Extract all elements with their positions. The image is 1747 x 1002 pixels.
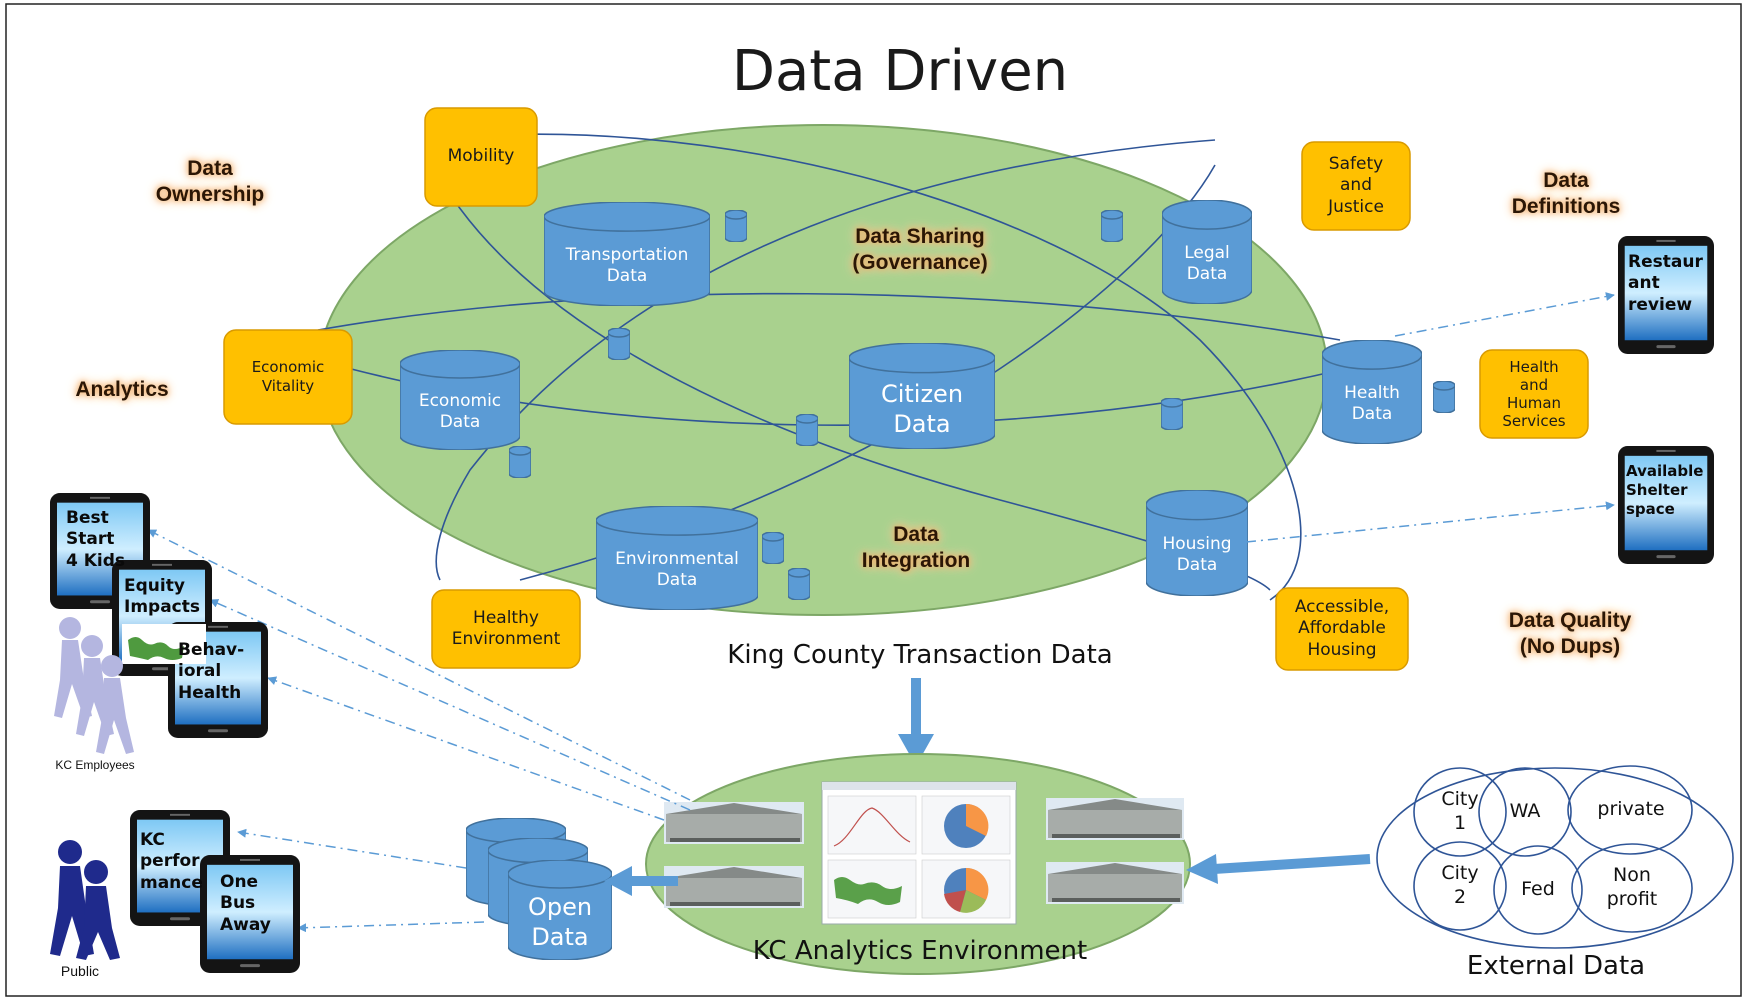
warehouse-image — [664, 802, 804, 844]
external-arrow — [1186, 854, 1371, 884]
external-ellipse — [1376, 767, 1734, 949]
employee-figure — [96, 655, 134, 754]
label-analytics: Analytics — [75, 377, 169, 401]
app-best-start: Best Start 4 Kids — [66, 508, 126, 571]
label-data-integration: Data Integration — [861, 522, 971, 572]
topic-economic-vitality: Economic Vitality — [251, 358, 325, 395]
connector-one-bus — [297, 921, 485, 933]
label-external-data: External Data — [1466, 950, 1646, 981]
app-shelter-space: Available Shelter space — [1626, 462, 1704, 518]
label-transaction-data: King County Transaction Data — [727, 639, 1113, 670]
connector-shelter — [1245, 501, 1615, 543]
curve-safety-environment — [435, 139, 1216, 581]
store-housing: Housing Data — [1162, 533, 1232, 575]
barrel — [788, 568, 810, 600]
box-mobility — [424, 107, 538, 207]
box-environment — [431, 589, 581, 669]
store-transportation: Transportation Data — [565, 244, 689, 286]
label-public: Public — [60, 963, 100, 980]
ext-fed: Fed — [1521, 878, 1555, 901]
dashboard-thumbnail — [821, 781, 1017, 925]
topic-mobility: Mobility — [447, 146, 515, 167]
barrel — [608, 328, 630, 360]
app-connectors — [147, 292, 1615, 933]
warehouse-images — [664, 798, 1184, 908]
label-kc-employees: KC Employees — [55, 757, 135, 772]
app-restaurant-review: Restaur ant review — [1628, 252, 1703, 315]
store-economic: Economic Data — [418, 390, 502, 432]
frame-border — [5, 3, 1742, 997]
barrel — [1101, 210, 1123, 242]
external-data-group — [1376, 765, 1734, 949]
circle-fed — [1493, 845, 1583, 935]
topic-boxes — [223, 107, 1589, 671]
app-kc-performance: KC perfor mance — [140, 830, 202, 893]
app-equity-impacts: Equity Impacts — [124, 576, 201, 618]
employee-figures — [54, 617, 134, 754]
connector-restaurant — [1394, 292, 1615, 337]
store-health: Health Data — [1344, 382, 1400, 424]
warehouse-image — [1046, 862, 1184, 904]
store-legal: Legal Data — [1184, 242, 1230, 284]
box-economic — [223, 329, 353, 425]
circle-city1 — [1413, 767, 1507, 857]
connector-kc-perf — [237, 828, 467, 869]
ext-city-2: City 2 — [1441, 862, 1479, 908]
barrel — [762, 532, 784, 564]
connector-behavioral — [267, 676, 665, 821]
circle-nonprofit — [1571, 843, 1693, 933]
barrel — [509, 446, 531, 478]
barrel — [725, 210, 747, 242]
down-arrow — [898, 678, 934, 766]
barrel — [796, 414, 818, 446]
barrel — [1433, 381, 1455, 413]
curve-economic-health — [317, 292, 1341, 341]
barrel — [1161, 398, 1183, 430]
open-data-arrow — [604, 866, 678, 896]
ext-wa: WA — [1509, 800, 1541, 823]
box-safety — [1301, 141, 1411, 231]
public-figures — [50, 840, 120, 960]
topic-health-human-services: Health and Human Services — [1502, 358, 1566, 430]
box-housing — [1275, 587, 1409, 671]
store-open-data: Open Data — [527, 893, 593, 951]
circle-private — [1567, 765, 1693, 855]
connector-best-start — [147, 529, 691, 801]
circle-city2 — [1413, 841, 1507, 931]
topic-accessible-housing: Accessible, Affordable Housing — [1294, 597, 1390, 660]
topic-safety-justice: Safety and Justice — [1328, 154, 1384, 217]
app-behavioral-health: Behav- ioral Health — [178, 640, 245, 703]
label-analytics-environment: KC Analytics Environment — [752, 935, 1088, 966]
label-data-quality: Data Quality (No Dups) — [1508, 608, 1632, 658]
app-one-bus-away: One Bus Away — [220, 872, 271, 935]
label-data-sharing: Data Sharing (Governance) — [852, 224, 988, 274]
warehouse-image — [664, 866, 804, 908]
circle-wa — [1478, 767, 1572, 857]
ext-private: private — [1597, 798, 1665, 821]
curve-mobility — [429, 133, 1302, 601]
topic-healthy-environment: Healthy Environment — [451, 607, 561, 649]
label-data-ownership: Data Ownership — [155, 156, 265, 206]
label-data-definitions: Data Definitions — [1511, 168, 1621, 218]
store-citizen: Citizen Data — [880, 380, 964, 438]
ext-city-1: City 1 — [1441, 788, 1479, 834]
warehouse-image — [1046, 798, 1184, 840]
ext-non-profit: Non profit — [1606, 864, 1658, 910]
public-figure — [76, 860, 120, 960]
store-environmental: Environmental Data — [615, 548, 739, 590]
box-health — [1479, 349, 1589, 439]
equity-map — [122, 624, 206, 664]
page-title: Data Driven — [731, 39, 1069, 104]
